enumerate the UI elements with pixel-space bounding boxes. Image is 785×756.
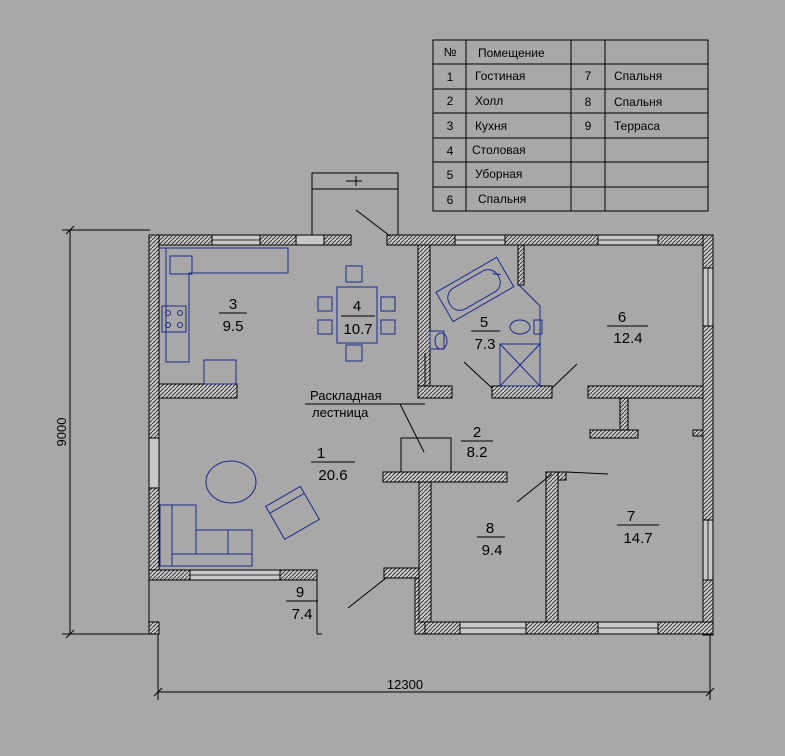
bathtub (435, 256, 515, 323)
legend-row-name: Уборная (475, 167, 522, 181)
window-lines (190, 239, 709, 629)
room-label-4: 410.7 (341, 298, 375, 338)
svg-text:7.3: 7.3 (475, 336, 496, 353)
svg-text:1: 1 (317, 445, 325, 462)
room-labels: 120.6 28.2 39.5 410.7 57.3 612.4 714.7 8… (219, 296, 659, 623)
furniture (159, 247, 543, 567)
svg-text:7: 7 (627, 508, 635, 525)
svg-text:4: 4 (353, 298, 361, 315)
legend-row-num2: 9 (585, 119, 592, 133)
svg-text:5: 5 (480, 314, 488, 331)
legend-header-name: Помещение (478, 46, 545, 60)
dimension-lines (62, 225, 715, 700)
legend-row-num: 1 (447, 70, 454, 84)
wc-toilet (429, 330, 445, 350)
room-label-2: 28.2 (461, 424, 493, 461)
terrace-outline (148, 570, 322, 635)
entrance-porch (311, 172, 399, 235)
ladder-label-line1: Раскладная (310, 388, 382, 403)
doors (347, 209, 609, 609)
legend-row-name: Спальня (478, 192, 526, 206)
room-label-1: 120.6 (311, 445, 355, 484)
svg-text:2: 2 (473, 424, 481, 441)
legend-row-num2: 8 (585, 95, 592, 109)
room-legend-table: № Помещение 1 Гостиная 7 Спальня 2 Холл … (432, 39, 709, 212)
svg-text:9.4: 9.4 (482, 542, 503, 559)
svg-text:8: 8 (486, 520, 494, 537)
svg-text:8.2: 8.2 (467, 444, 488, 461)
room-label-6: 612.4 (607, 309, 648, 347)
svg-text:10.7: 10.7 (343, 321, 372, 338)
legend-row-num: 4 (447, 144, 454, 158)
room-label-3: 39.5 (219, 296, 247, 335)
svg-text:12.4: 12.4 (613, 330, 642, 347)
legend-row-name: Гостиная (475, 69, 525, 83)
svg-text:6: 6 (618, 309, 626, 326)
legend-row-name: Столовая (472, 143, 526, 157)
svg-text:9: 9 (296, 584, 304, 601)
room-label-9: 97.4 (286, 584, 318, 623)
stove (161, 305, 187, 333)
svg-text:14.7: 14.7 (623, 530, 652, 547)
legend-row-num2: 7 (585, 69, 592, 83)
legend-row-num: 2 (447, 94, 454, 108)
armchair (264, 485, 321, 541)
room-label-5: 57.3 (471, 314, 500, 353)
legend-row-num: 5 (447, 168, 454, 182)
fridge (203, 359, 237, 385)
room-label-8: 89.4 (477, 520, 505, 559)
legend-row-name2: Спальня (614, 95, 662, 109)
kitchen-sink (169, 255, 193, 275)
svg-text:3: 3 (229, 296, 237, 313)
washbasin (509, 319, 531, 335)
legend-row-num: 3 (447, 119, 454, 133)
svg-text:20.6: 20.6 (318, 467, 347, 484)
sofa (159, 504, 253, 567)
legend-row-name2: Спальня (614, 69, 662, 83)
legend-row-num: 6 (447, 193, 454, 207)
dining-table (336, 286, 378, 344)
ladder-label-line2: лестница (312, 405, 369, 420)
dimension-height-label: 9000 (54, 418, 69, 447)
dimension-width-label: 12300 (387, 677, 423, 692)
kitchen-counter (160, 247, 289, 363)
folding-ladder (400, 437, 452, 473)
legend-row-name: Кухня (475, 119, 507, 133)
room-label-7: 714.7 (617, 508, 659, 547)
svg-text:7.4: 7.4 (292, 606, 313, 623)
legend-row-name2: Терраса (614, 119, 660, 133)
svg-text:9.5: 9.5 (223, 318, 244, 335)
legend-row-name: Холл (475, 94, 503, 108)
legend-header-num: № (444, 45, 457, 59)
coffee-table (205, 460, 257, 504)
